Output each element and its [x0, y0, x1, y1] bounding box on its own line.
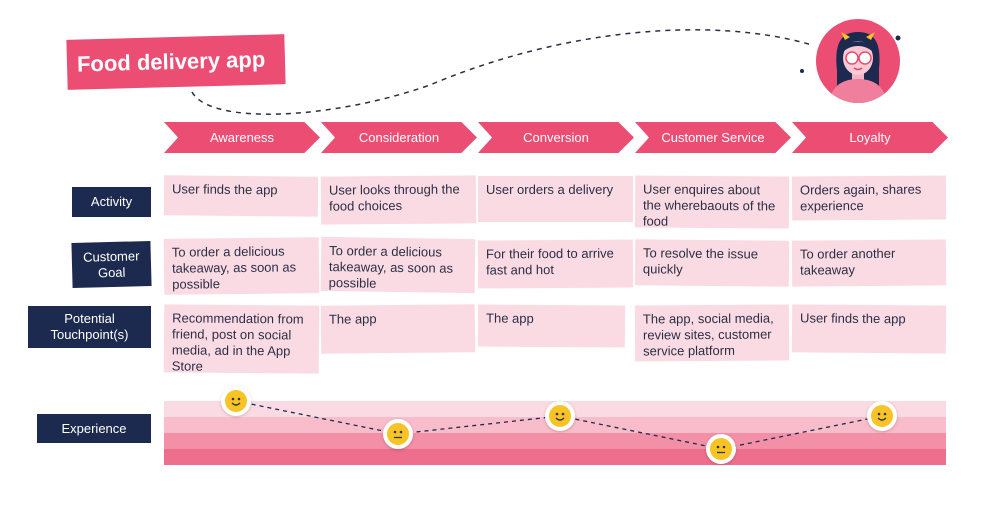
stage-awareness: Awareness [164, 122, 320, 153]
happy-face-icon [867, 401, 897, 431]
neutral-face-icon [706, 434, 736, 464]
happy-face-icon [545, 401, 575, 431]
stage-conversion: Conversion [478, 122, 634, 153]
avatar [816, 19, 900, 103]
stage-consideration: Consideration [321, 122, 477, 153]
happy-face-icon [221, 386, 251, 416]
row-label-touchpoints: Potential Touchpoint(s) [28, 306, 151, 348]
decor-dot [895, 35, 901, 41]
row-label-activity: Activity [72, 187, 151, 217]
decor-dot [800, 69, 804, 73]
row-label-experience: Experience [37, 414, 151, 443]
experience-band [164, 449, 946, 465]
stage-customer-service: Customer Service [635, 122, 791, 153]
neutral-face-icon [383, 419, 413, 449]
experience-band [164, 433, 946, 449]
activity-note: User orders a delivery [478, 176, 633, 222]
stage-loyalty: Loyalty [792, 122, 948, 153]
